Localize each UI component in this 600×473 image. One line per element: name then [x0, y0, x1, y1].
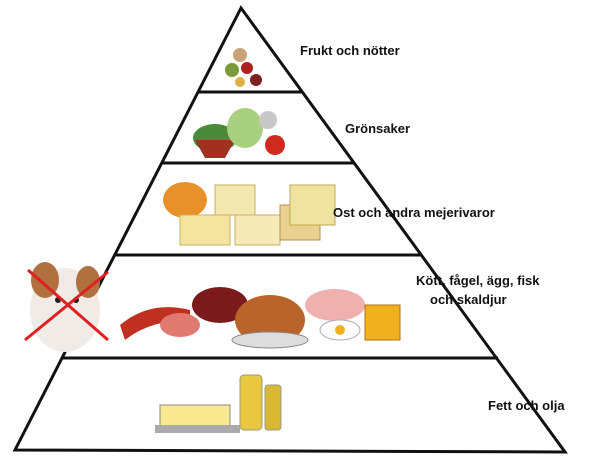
oil-butter-image [155, 374, 282, 433]
level-label-vegetables: Grönsaker [345, 121, 411, 136]
vegetables-image [193, 108, 285, 158]
level-label-meat-line1: Kött, fågel, ägg, fisk [416, 273, 540, 288]
meat-fish-eggs-image [120, 287, 401, 349]
cross-line-2 [24, 270, 109, 342]
cheese-image [163, 182, 336, 246]
level-label-dairy: Ost och andra mejerivaror [333, 205, 495, 220]
level-label-fat-oil: Fett och olja [488, 398, 565, 413]
level-label-fruit-nuts: Frukt och nötter [300, 43, 400, 58]
crossed-out-dog-image [24, 262, 109, 352]
fruit-nuts-image [225, 48, 262, 87]
level-label-meat-line2: och skaldjur [430, 292, 507, 307]
